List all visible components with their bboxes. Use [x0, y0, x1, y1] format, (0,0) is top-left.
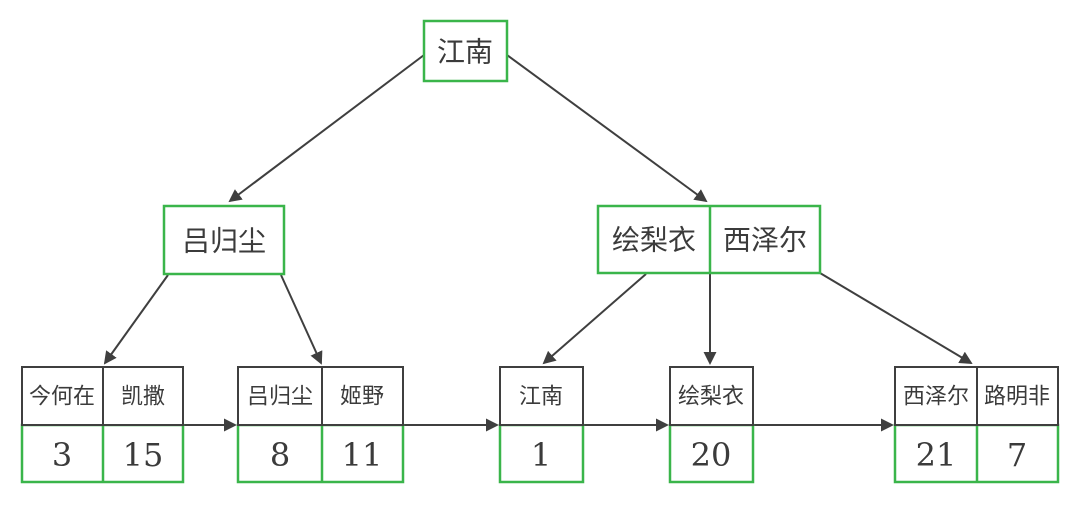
leaf-5-value-2: 7	[1007, 436, 1027, 474]
edge-internal-left-to-leaf-2	[280, 274, 323, 365]
leaf-2-key-box	[237, 366, 404, 426]
edge-internal-left-to-leaf-1	[103, 274, 169, 365]
leaf-2-value-1: 8	[270, 436, 290, 474]
root-node-key: 江南	[437, 36, 493, 69]
internal-right-key-1: 绘梨衣	[612, 224, 696, 257]
leaf-node-2: 吕归尘 姬野 8 11	[236, 366, 405, 484]
leaf-node-5: 西泽尔 路明非 21 7	[893, 366, 1060, 484]
leaf-2-value-2: 11	[342, 436, 383, 474]
internal-right-key-2: 西泽尔	[723, 224, 807, 257]
edge-internal-right-to-leaf-5	[819, 272, 973, 364]
leaf-1-value-1: 3	[52, 436, 72, 474]
internal-left-box	[162, 204, 286, 276]
leaf-node-1: 今何在 凯撒 3 15	[20, 366, 185, 484]
leaf-1-key-1: 今何在	[29, 385, 95, 410]
leaf-4-value-box	[668, 423, 755, 484]
leaf-4-value-1: 20	[691, 436, 732, 474]
internal-left-key: 吕归尘	[182, 225, 266, 258]
root-node-box	[422, 19, 509, 83]
leaf-3-key-box	[499, 366, 584, 426]
root-node: 江南	[422, 19, 509, 83]
leaf-node-4: 绘梨衣 20	[668, 366, 755, 484]
leaf-3-value-1: 1	[531, 436, 551, 474]
leaf-1-value-2: 15	[123, 436, 164, 474]
leaf-2-value-box	[236, 423, 405, 484]
leaf-1-key-2: 凯撒	[121, 385, 165, 410]
internal-node-right: 绘梨衣 西泽尔	[596, 204, 822, 275]
internal-node-left: 吕归尘	[162, 204, 286, 276]
tree-edges	[103, 54, 973, 432]
edge-root-to-internal-left	[228, 54, 425, 203]
leaf-4-key-1: 绘梨衣	[678, 385, 744, 410]
leaf-5-key-2: 路明非	[984, 385, 1050, 410]
leaf-5-value-1: 21	[916, 436, 957, 474]
edge-root-to-internal-right	[506, 54, 708, 203]
edge-internal-right-to-leaf-3	[542, 273, 647, 365]
leaf-3-key-1: 江南	[519, 385, 563, 410]
leaf-node-3: 江南 1	[498, 366, 585, 484]
leaf-2-key-1: 吕归尘	[247, 385, 313, 410]
leaf-2-key-2: 姬野	[340, 385, 384, 410]
leaf-4-key-box	[669, 366, 754, 426]
leaf-5-key-1: 西泽尔	[903, 385, 969, 410]
leaf-3-value-box	[498, 423, 585, 484]
